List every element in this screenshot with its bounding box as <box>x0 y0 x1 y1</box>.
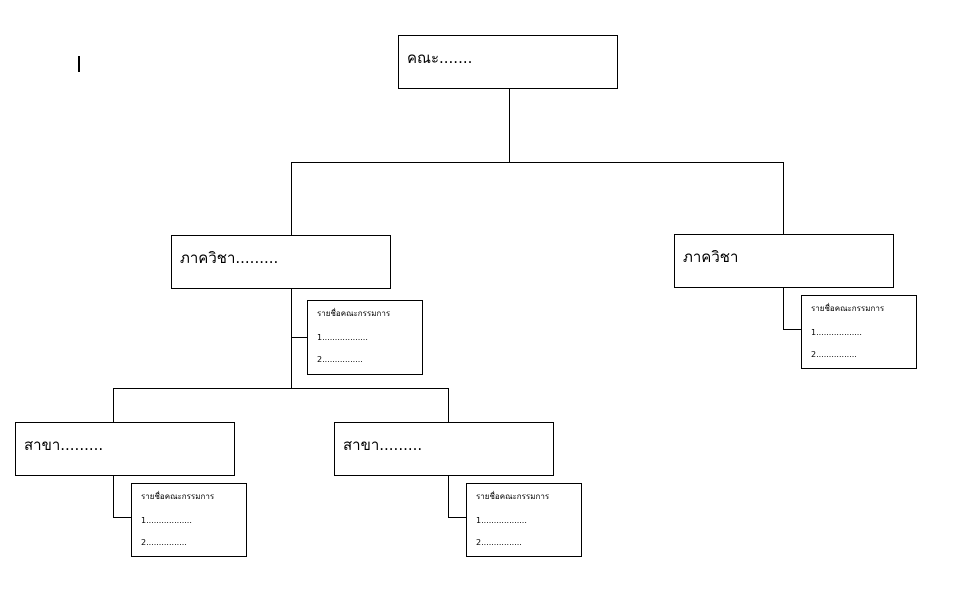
text-cursor <box>78 56 80 72</box>
committee-item: 1.................. <box>811 328 862 337</box>
committee-item: 2................ <box>317 355 363 364</box>
committee-item: 1.................. <box>317 333 368 342</box>
committee-item: 1.................. <box>476 516 527 525</box>
department-box-1[interactable]: ภาควิชา......... <box>171 235 391 289</box>
faculty-box[interactable]: คณะ....... <box>398 35 618 89</box>
department-committee-box-1[interactable]: รายชื่อคณะกรรมการ 1.................. 2.… <box>307 300 423 375</box>
branch-label: สาขา......... <box>24 436 104 454</box>
branch-box-2[interactable]: สาขา......... <box>334 422 554 476</box>
branch-box-1[interactable]: สาขา......... <box>15 422 235 476</box>
branch-committee-box-1[interactable]: รายชื่อคณะกรรมการ 1.................. 2.… <box>131 483 247 557</box>
committee-item: 2................ <box>141 538 187 547</box>
committee-item: 2................ <box>476 538 522 547</box>
branch-committee-box-2[interactable]: รายชื่อคณะกรรมการ 1.................. 2.… <box>466 483 582 557</box>
committee-item: 2................ <box>811 350 857 359</box>
faculty-label: คณะ....... <box>407 49 473 67</box>
department-label: ภาควิชา <box>683 248 739 266</box>
branch-label: สาขา......... <box>343 436 423 454</box>
committee-title: รายชื่อคณะกรรมการ <box>141 492 215 501</box>
committee-title: รายชื่อคณะกรรมการ <box>811 304 885 313</box>
committee-title: รายชื่อคณะกรรมการ <box>317 309 391 318</box>
department-committee-box-2[interactable]: รายชื่อคณะกรรมการ 1.................. 2.… <box>801 295 917 369</box>
committee-title: รายชื่อคณะกรรมการ <box>476 492 550 501</box>
department-box-2[interactable]: ภาควิชา <box>674 234 894 288</box>
committee-item: 1.................. <box>141 516 192 525</box>
department-label: ภาควิชา......... <box>180 249 279 267</box>
